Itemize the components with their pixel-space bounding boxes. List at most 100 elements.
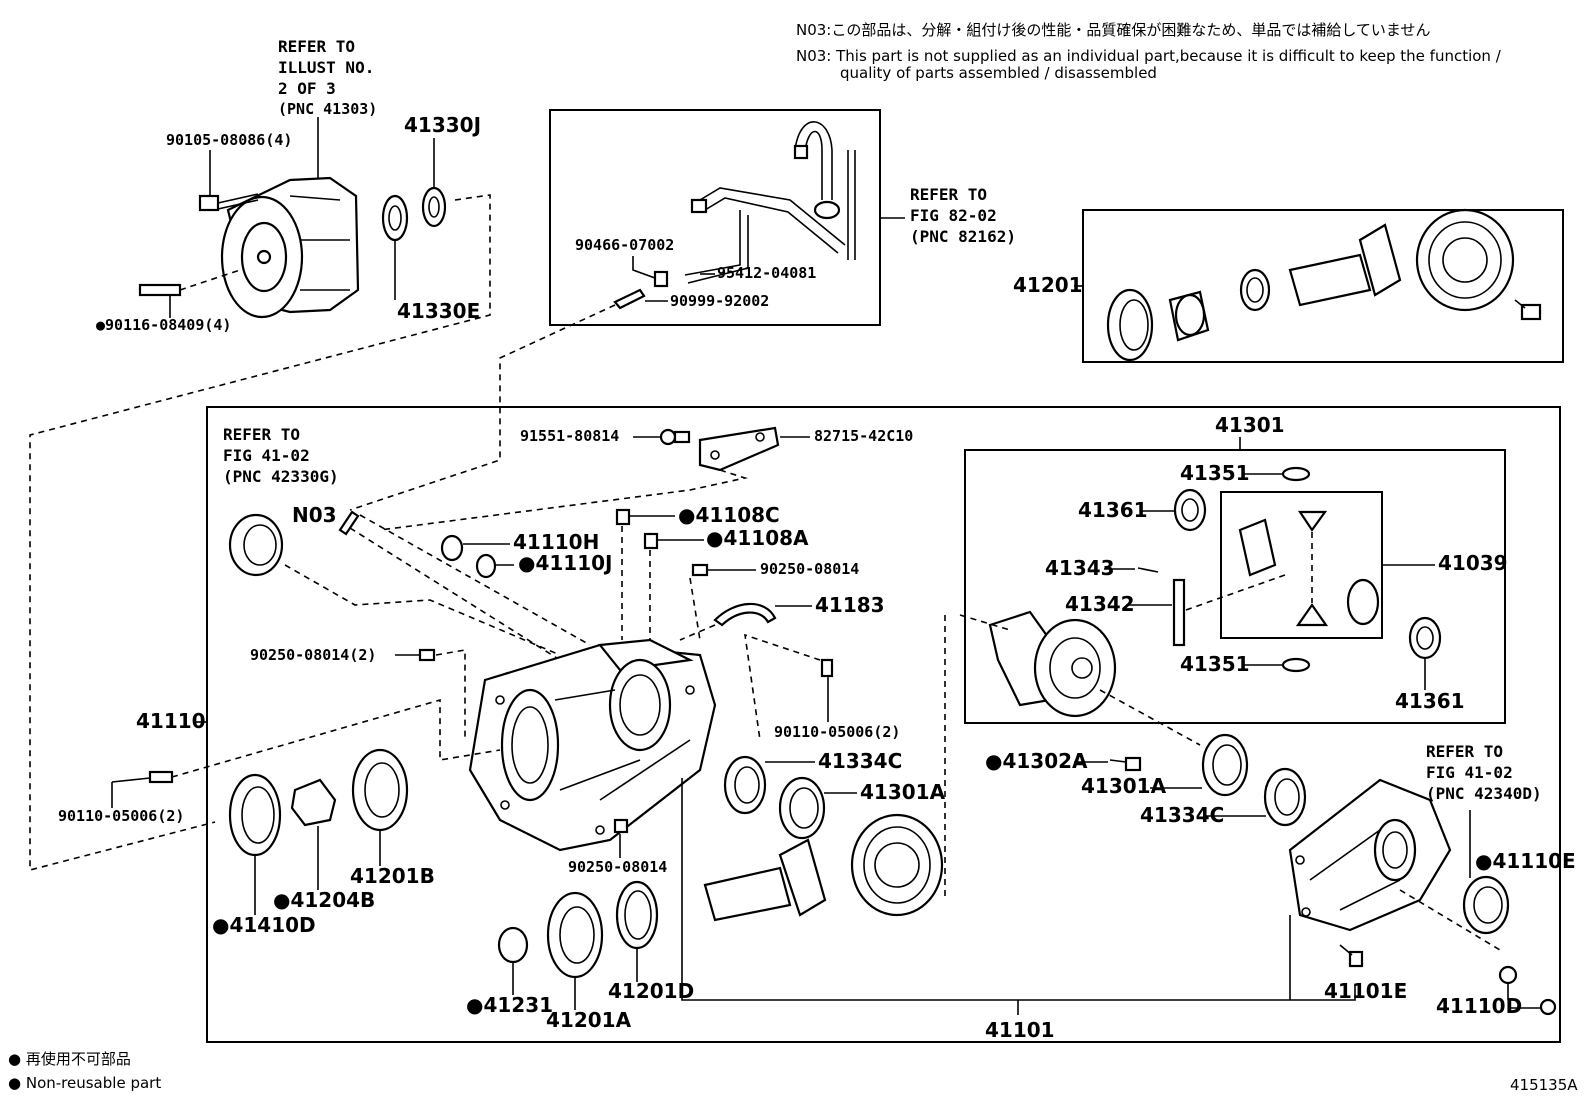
diff-case-body-drawing bbox=[988, 610, 1117, 718]
ring-gear-kit-drawing bbox=[1106, 208, 1542, 362]
plug-41108C-icon bbox=[615, 508, 631, 526]
label-41039: 41039 bbox=[1438, 551, 1508, 575]
note-n03-jp: N03:この部品は、分解・組付け後の性能・品質確保が困難なため、単品では補給して… bbox=[796, 21, 1430, 39]
washer-41361-a-icon bbox=[1173, 488, 1207, 532]
label-90250-08014-c: 90250-08014 bbox=[568, 858, 667, 876]
label-41361-a: 41361 bbox=[1078, 498, 1148, 522]
label-41204B: ●41204B bbox=[273, 888, 375, 912]
label-41343: 41343 bbox=[1045, 556, 1115, 580]
bolt-90110-b-icon bbox=[148, 770, 174, 784]
label-82715-42C10: 82715-42C10 bbox=[814, 427, 913, 445]
label-90999-92002: 90999-92002 bbox=[670, 292, 769, 310]
ref-text-line1: REFER TO bbox=[223, 425, 300, 444]
pin-90250-b-icon bbox=[418, 648, 436, 662]
ref-text-line2: FIG 41-02 bbox=[1426, 763, 1513, 782]
ref-illust-2of3: REFER TO ILLUST NO. 2 OF 3 (PNC 41303) bbox=[278, 37, 377, 118]
label-41108C: ●41108C bbox=[678, 503, 780, 527]
label-90110-05006-b: 90110-05006(2) bbox=[58, 807, 184, 825]
spacer-41231-icon bbox=[497, 926, 529, 964]
clip-41183-icon bbox=[713, 602, 777, 627]
ref-text-line1: REFER TO bbox=[278, 37, 355, 56]
label-41110E: ●41110E bbox=[1475, 849, 1576, 873]
label-90110-05006-a: 90110-05006(2) bbox=[774, 723, 900, 741]
label-41351-b: 41351 bbox=[1180, 652, 1250, 676]
ref-text-line3: 2 OF 3 bbox=[278, 79, 336, 98]
nut-41204B-icon bbox=[290, 778, 337, 827]
plug-41108A-icon bbox=[643, 532, 659, 550]
pinion-and-ring-gear-drawing bbox=[703, 813, 944, 922]
bolt-90105-icon bbox=[198, 193, 259, 212]
pin-41343-icon bbox=[1137, 567, 1159, 573]
ref-text-line3: (PNC 42340D) bbox=[1426, 784, 1542, 803]
main-assembly-box bbox=[206, 406, 1561, 1043]
ref-text-line2: ILLUST NO. bbox=[278, 58, 374, 77]
breather-hose-drawing bbox=[613, 121, 856, 310]
ref-text-line1: REFER TO bbox=[910, 185, 987, 204]
ref-fig-41-02-42330G: REFER TO FIG 41-02 (PNC 42330G) bbox=[223, 425, 339, 486]
diff-gear-kit-drawing bbox=[1238, 510, 1380, 627]
label-41301A-a: 41301A bbox=[860, 780, 946, 804]
washer-41330E-icon bbox=[381, 194, 409, 242]
differential-carrier-housing bbox=[468, 638, 717, 852]
seal-41410D-icon bbox=[228, 773, 282, 857]
label-90250-08014-2: 90250-08014(2) bbox=[250, 646, 376, 664]
cover-part-drawing bbox=[220, 176, 360, 319]
legend-jp: ● 再使用不可部品 bbox=[8, 1050, 131, 1068]
ref-text-line2: FIG 82-02 bbox=[910, 206, 997, 225]
stud-90116-icon bbox=[138, 269, 241, 297]
label-41201A: 41201A bbox=[546, 1008, 632, 1032]
bracket-82715-icon bbox=[698, 426, 780, 472]
label-41110D: 41110D bbox=[1436, 994, 1522, 1018]
pin-90250-c-icon bbox=[613, 818, 629, 834]
bolt-41101E-icon bbox=[1348, 950, 1364, 968]
washer-41110J-icon bbox=[475, 553, 497, 579]
label-90466-07002: 90466-07002 bbox=[575, 236, 674, 254]
label-41330J: 41330J bbox=[404, 113, 481, 137]
figure-id: 415135A bbox=[1510, 1076, 1578, 1094]
rear-cover-drawing bbox=[1288, 778, 1452, 932]
label-N03: N03 bbox=[292, 503, 337, 527]
note-n03-en-line1: N03: This part is not supplied as an ind… bbox=[796, 47, 1502, 65]
label-41108A: ●41108A bbox=[706, 526, 809, 550]
label-41301: 41301 bbox=[1215, 413, 1285, 437]
bolt-41302A-icon bbox=[1124, 756, 1142, 772]
label-41334C-b: 41334C bbox=[1140, 803, 1224, 827]
shaft-41342-icon bbox=[1172, 578, 1186, 647]
ref-fig-82-02: REFER TO FIG 82-02 (PNC 82162) bbox=[910, 185, 1016, 246]
breather-plug-N03-icon bbox=[338, 510, 360, 536]
label-41351-a: 41351 bbox=[1180, 461, 1250, 485]
washer-41361-b-icon bbox=[1408, 616, 1442, 660]
label-41334C-a: 41334C bbox=[818, 749, 902, 773]
label-95412-04081: 95412-04081 bbox=[717, 264, 816, 282]
washer-41351-a-icon bbox=[1281, 466, 1311, 482]
ref-fig-41-02-42340D: REFER TO FIG 41-02 (PNC 42340D) bbox=[1426, 742, 1542, 803]
label-41301A-b: 41301A bbox=[1081, 774, 1167, 798]
label-41110J: ●41110J bbox=[518, 551, 612, 575]
label-41342: 41342 bbox=[1065, 592, 1135, 616]
label-90116-08409: ●90116-08409(4) bbox=[96, 316, 231, 334]
label-41110H: 41110H bbox=[513, 530, 599, 554]
pin-90250-a-icon bbox=[691, 563, 709, 577]
ref-text-line2: FIG 41-02 bbox=[223, 446, 310, 465]
bolt-90110-a-icon bbox=[820, 658, 834, 678]
washer-41351-b-icon bbox=[1281, 657, 1311, 673]
note-n03-en-line2: quality of parts assembled / disassemble… bbox=[840, 64, 1157, 82]
label-41201D: 41201D bbox=[608, 979, 694, 1003]
label-90105-08086: 90105-08086(4) bbox=[166, 131, 292, 149]
label-41361-b: 41361 bbox=[1395, 689, 1465, 713]
label-41201B: 41201B bbox=[350, 864, 435, 888]
seal-42330G-icon bbox=[228, 513, 284, 577]
ref-text-line3: (PNC 42330G) bbox=[223, 467, 339, 486]
bolt-91551-icon bbox=[659, 428, 691, 446]
ref-text-line1: REFER TO bbox=[1426, 742, 1503, 761]
label-41302A: ●41302A bbox=[985, 749, 1088, 773]
seal-41110H-icon bbox=[440, 534, 464, 562]
washer-41330J-icon bbox=[421, 186, 447, 228]
ref-text-line4: (PNC 41303) bbox=[278, 100, 377, 118]
label-41330E: 41330E bbox=[397, 299, 480, 323]
label-90250-08014-a: 90250-08014 bbox=[760, 560, 859, 578]
label-91551-80814: 91551-80814 bbox=[520, 427, 619, 445]
label-41101E: 41101E bbox=[1324, 979, 1407, 1003]
label-41101: 41101 bbox=[985, 1018, 1055, 1042]
